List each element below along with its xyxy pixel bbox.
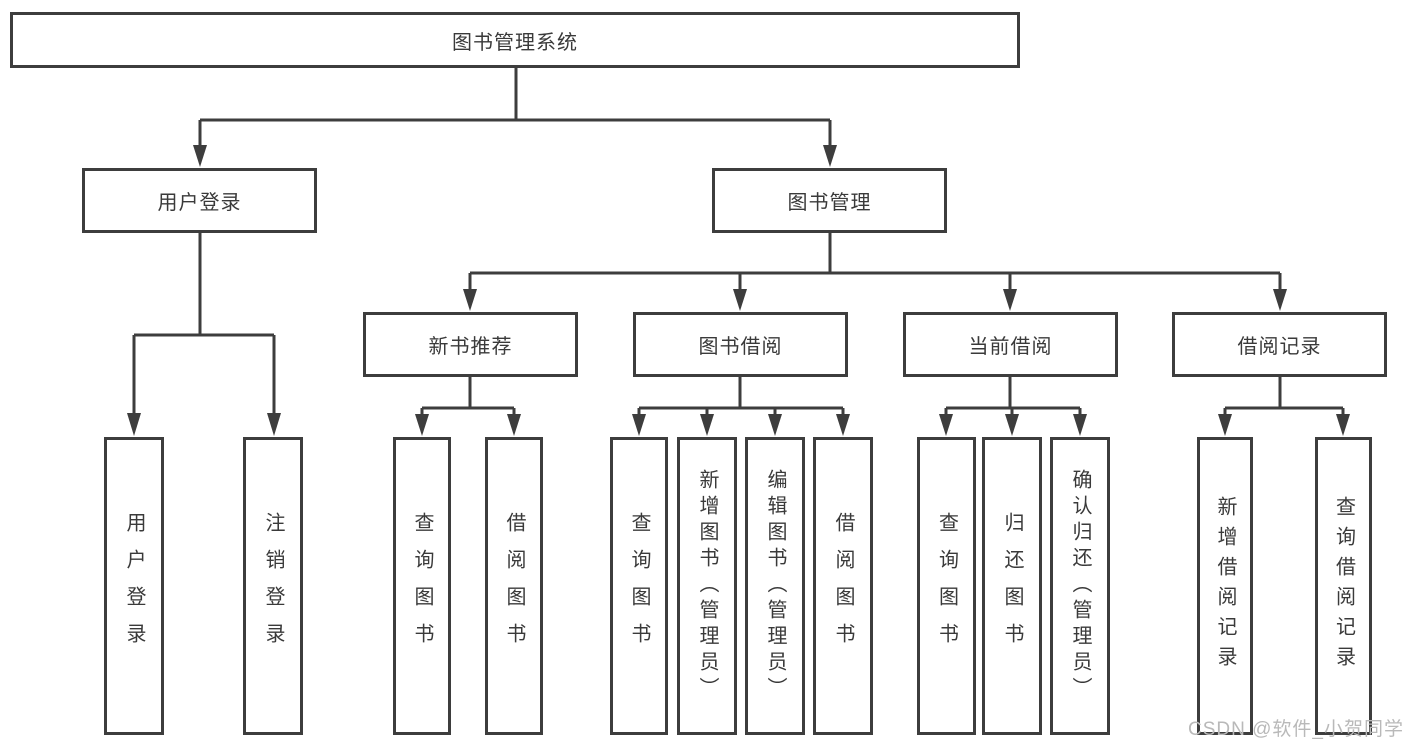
node-book-management: 图书管理 [712, 168, 947, 233]
node-current-borrow: 当前借阅 [903, 312, 1118, 377]
leaf-add-borrow-record: 新增借阅记录 [1197, 437, 1253, 735]
node-borrow-records: 借阅记录 [1172, 312, 1387, 377]
node-user-login: 用户登录 [82, 168, 317, 233]
leaf-query-borrow-record: 查询借阅记录 [1315, 437, 1372, 735]
leaf-query-book-current: 查询图书 [917, 437, 976, 735]
leaf-borrow-book-recommend: 借阅图书 [485, 437, 543, 735]
leaf-edit-book-admin: 编辑图书（管理员） [745, 437, 805, 735]
leaf-user-login: 用户登录 [104, 437, 164, 735]
leaf-return-book: 归还图书 [982, 437, 1042, 735]
leaf-query-book-borrow: 查询图书 [610, 437, 668, 735]
leaf-confirm-return-admin: 确认归还（管理员） [1050, 437, 1110, 735]
csdn-watermark: CSDN @软件_小贺同学 [1188, 719, 1404, 740]
node-book-borrow: 图书借阅 [633, 312, 848, 377]
leaf-borrow-book: 借阅图书 [813, 437, 873, 735]
node-library-management-system: 图书管理系统 [10, 12, 1020, 68]
leaf-query-book-recommend: 查询图书 [393, 437, 451, 735]
leaf-logout: 注销登录 [243, 437, 303, 735]
node-new-book-recommend: 新书推荐 [363, 312, 578, 377]
leaf-add-book-admin: 新增图书（管理员） [677, 437, 737, 735]
